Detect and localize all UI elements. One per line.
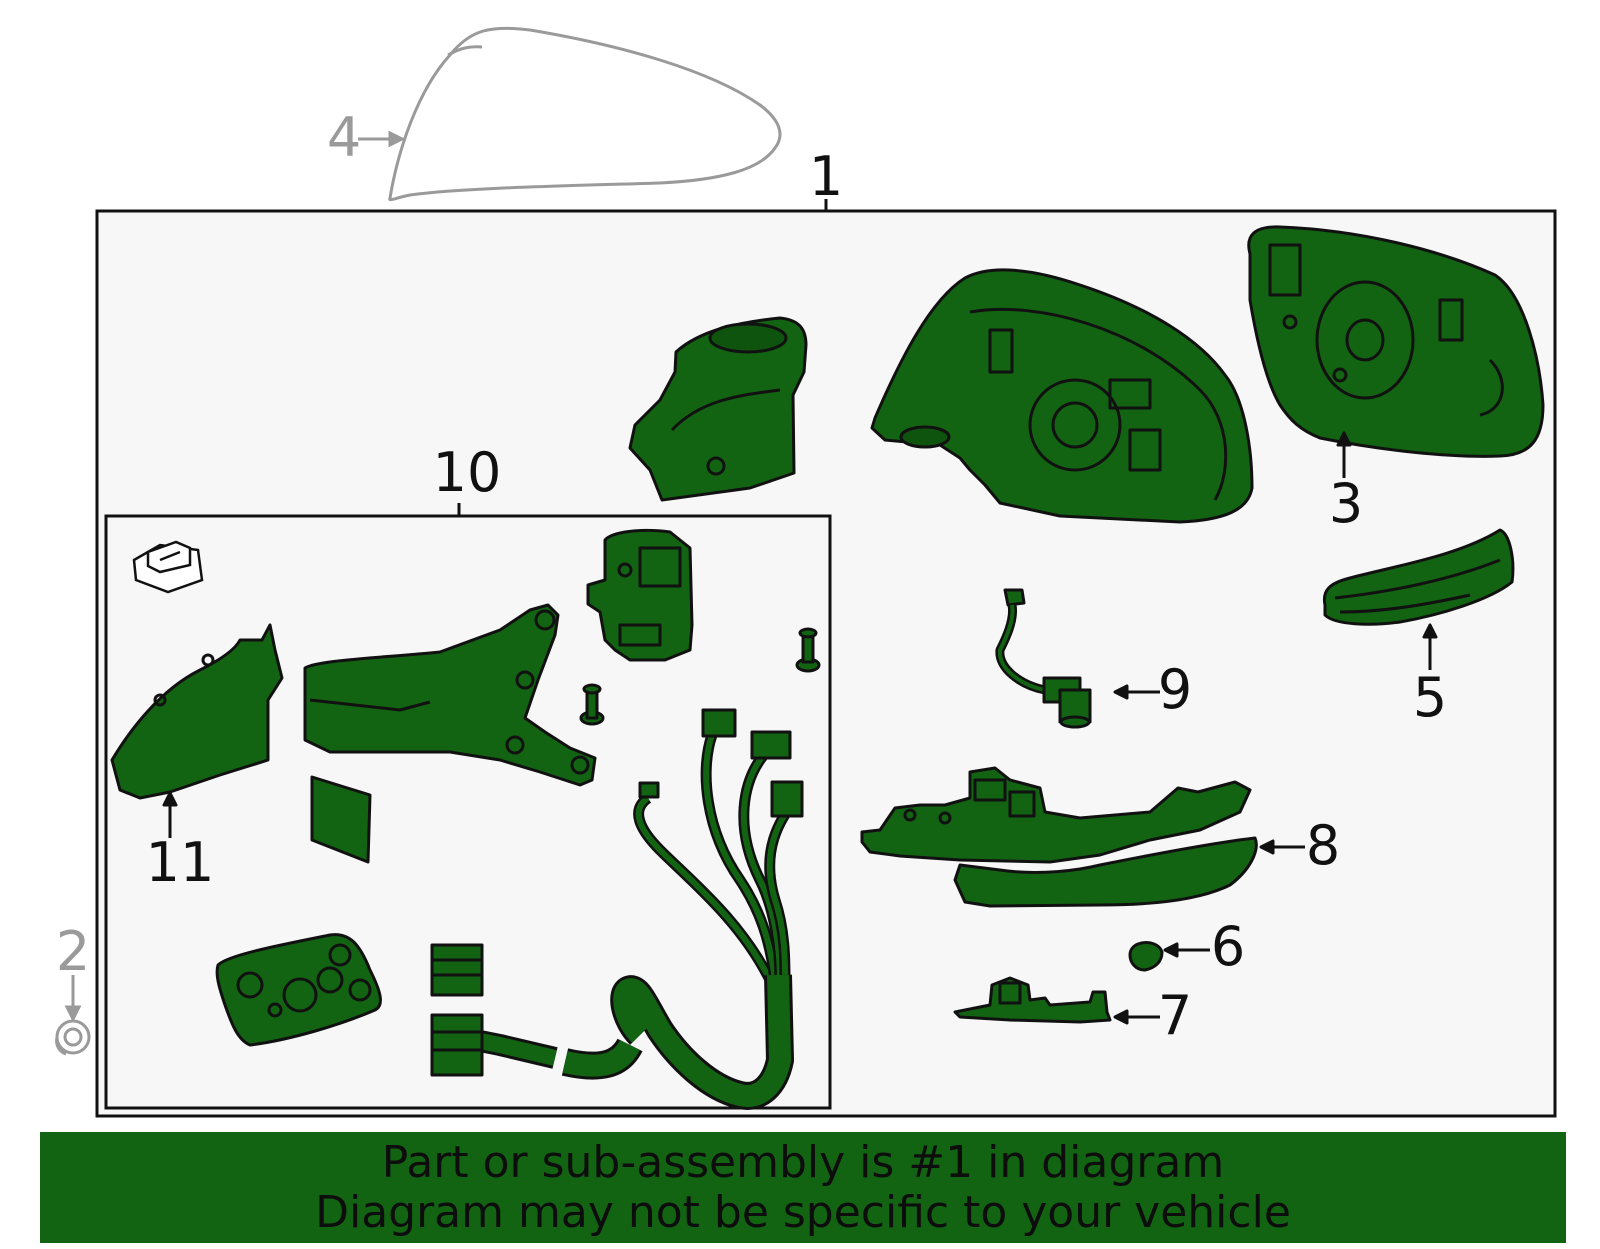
callout-9: 9 (1158, 658, 1192, 721)
pedestal-cover (628, 316, 808, 502)
callout-7-arrow (1113, 1009, 1160, 1025)
wire-sensor-part-9 (995, 588, 1092, 729)
callout-6: 6 (1211, 915, 1245, 978)
callout-3: 3 (1329, 472, 1363, 535)
fold-bracket (303, 603, 597, 787)
heater-plate (215, 933, 382, 1047)
callout-11: 11 (146, 831, 215, 894)
callout-6-arrow (1163, 942, 1210, 958)
foam-pad (310, 775, 372, 864)
callout-4: 4 (327, 106, 361, 169)
screw-upper (795, 627, 821, 673)
retainer-part-7 (953, 976, 1112, 1024)
wire-harness (430, 708, 804, 1110)
callout-8-arrow (1259, 839, 1305, 855)
bulb-part-6 (1128, 941, 1164, 972)
banner-line-1: Part or sub-assembly is #1 in diagram (381, 1137, 1225, 1188)
callout-5-arrow (1422, 623, 1438, 670)
callout-4-arrow (358, 130, 406, 148)
connector-clip-icon (132, 540, 204, 594)
callout-2-arrow (64, 975, 82, 1023)
callout-7: 7 (1158, 984, 1192, 1047)
callout-8: 8 (1306, 814, 1340, 877)
mirror-housing (870, 268, 1254, 524)
turn-lamp-part-5 (1322, 528, 1515, 626)
callout-9-arrow (1113, 684, 1160, 700)
screw-lower (579, 683, 605, 726)
info-banner: Part or sub-assembly is #1 in diagram Di… (40, 1132, 1566, 1243)
lamp-bracket-part-8 (860, 766, 1258, 908)
banner-line-2: Diagram may not be specific to your vehi… (315, 1187, 1291, 1238)
base-cover-part-11 (110, 623, 284, 800)
nut-part-2 (55, 1019, 91, 1056)
mirror-cover-part-4 (388, 26, 782, 202)
mirror-glass-part-3 (1247, 225, 1545, 458)
callout-1: 1 (809, 145, 843, 208)
callout-11-arrow (162, 791, 178, 838)
callout-10: 10 (433, 441, 502, 504)
callout-2: 2 (56, 920, 90, 983)
motor-actuator (586, 528, 694, 662)
callout-5: 5 (1413, 666, 1447, 729)
callout-3-arrow (1336, 431, 1352, 478)
